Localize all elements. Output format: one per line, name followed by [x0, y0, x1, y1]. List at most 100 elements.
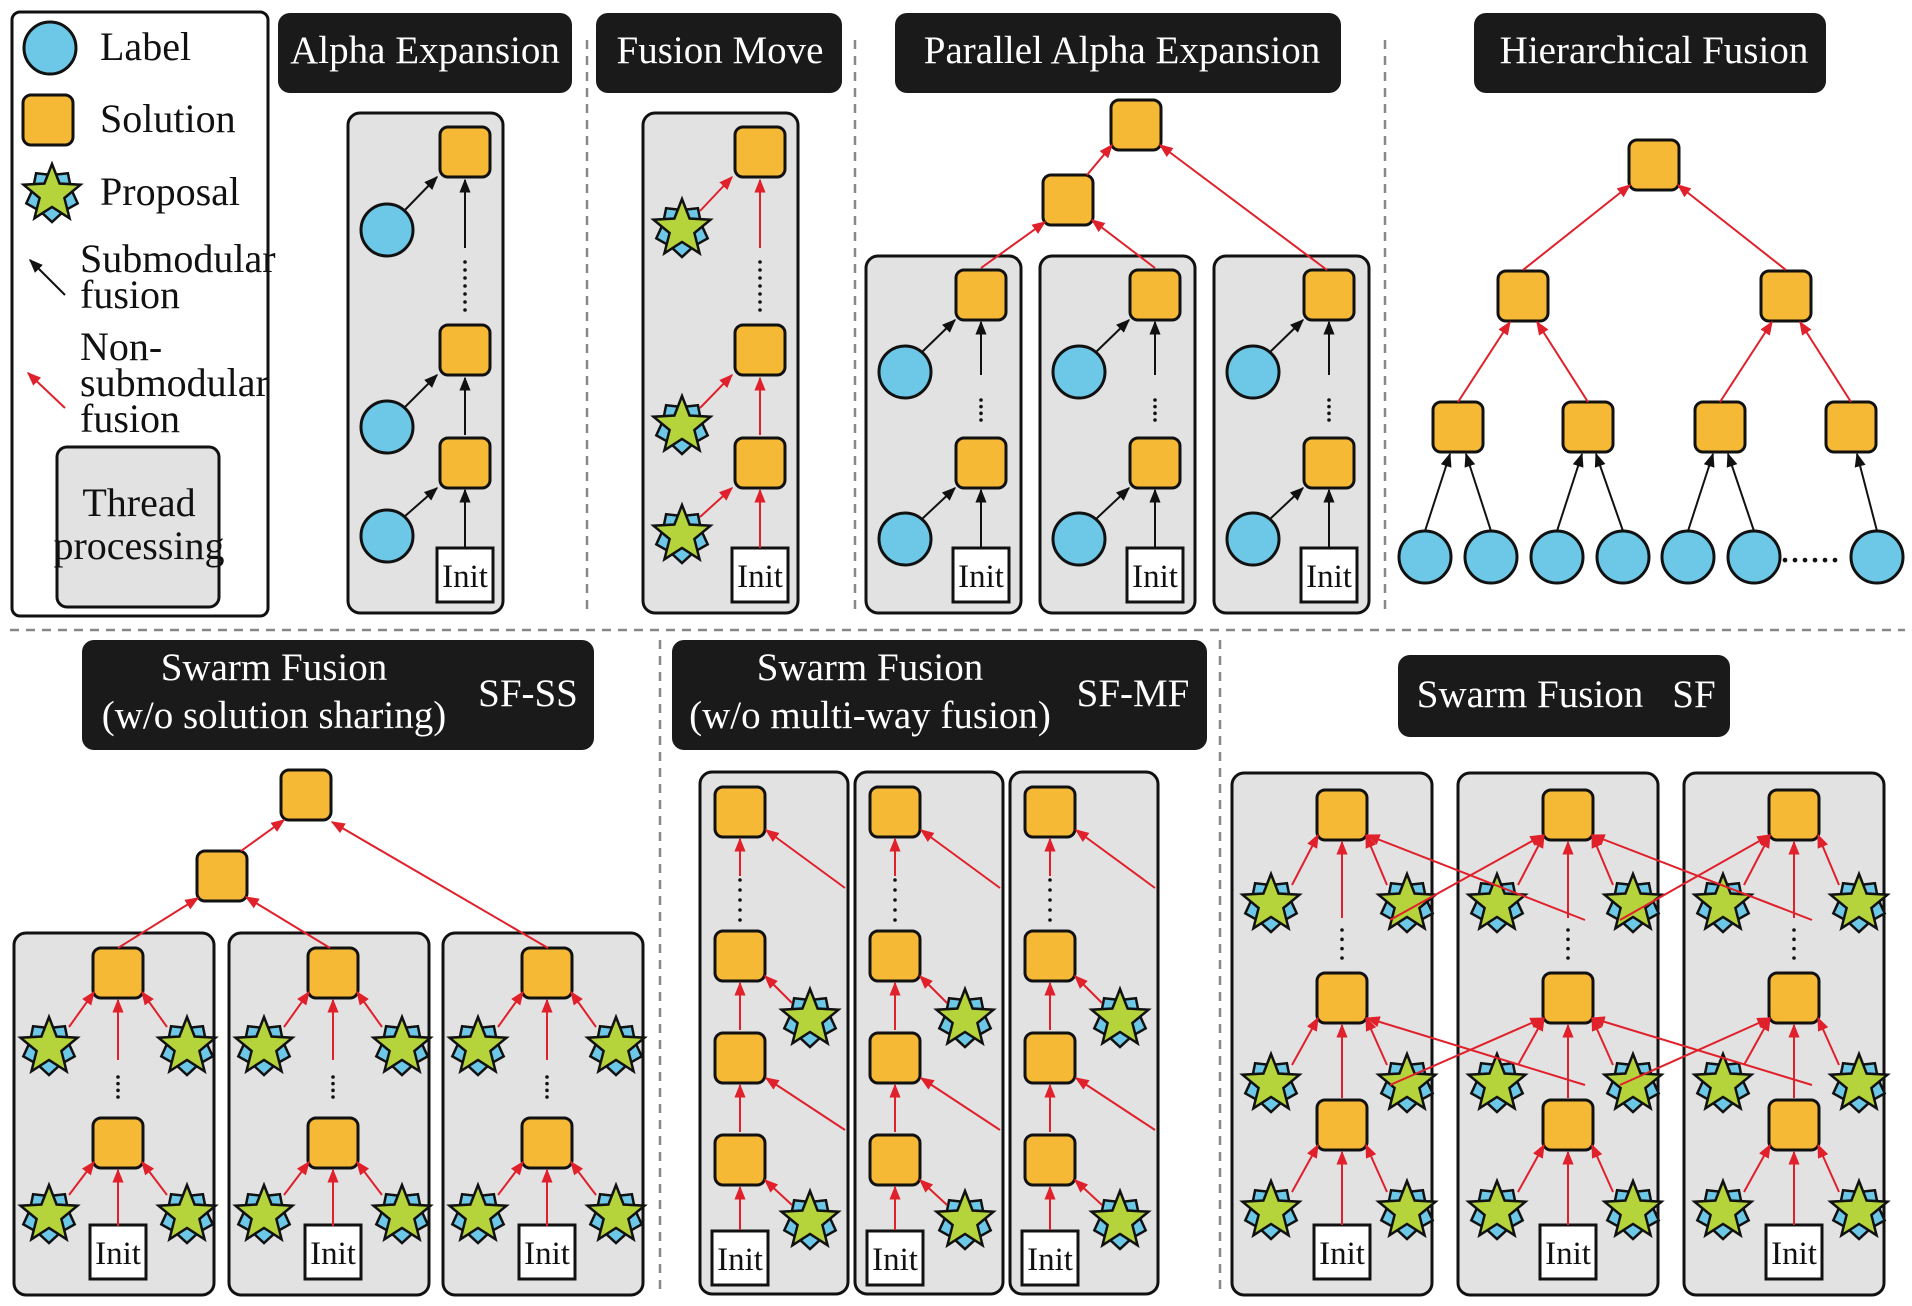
nonsubmodular-arrow [1591, 1143, 1614, 1193]
proposal-node [1691, 1177, 1755, 1239]
solution-node [91, 946, 145, 1000]
nonsubmodular-arrow [1619, 1017, 1772, 1086]
nonsubmodular-arrow [1817, 1016, 1840, 1066]
ellipsis-dot [1792, 956, 1796, 960]
legend-nonsubmodular-line2: submodular [80, 360, 269, 405]
nonsubmodular-arrow [1158, 144, 1328, 271]
ellipsis-dot [738, 898, 742, 902]
nonsubmodular-arrow [919, 975, 948, 1004]
title-sfss-line1: Swarm Fusion [161, 646, 387, 689]
proposal-node [933, 985, 997, 1047]
submodular-arrow [1095, 487, 1131, 520]
ellipsis-dot [463, 260, 467, 264]
nonsubmodular-arrow [1536, 320, 1589, 403]
nonsubmodular-arrow [283, 1160, 310, 1196]
label-node [877, 344, 933, 400]
ellipsis-dot [1566, 956, 1570, 960]
legend-submodular-line2: fusion [80, 272, 180, 317]
solution-node [1767, 788, 1821, 842]
label-node [1726, 529, 1782, 585]
legend-thread-line2: processing [53, 523, 224, 568]
init-label: Init [442, 559, 488, 595]
title-parallel-alpha-expansion: Parallel Alpha Expansion [924, 29, 1320, 72]
solution-node [438, 323, 492, 377]
ellipsis-dot [979, 418, 983, 422]
ellipsis-dot [331, 1081, 335, 1086]
title-sfmf-line2: (w/o multi-way fusion) [689, 694, 1051, 737]
nonsubmodular-arrow [1590, 1016, 1813, 1086]
nonsubmodular-arrow [764, 1077, 846, 1131]
proposal-node [1691, 1050, 1755, 1112]
ellipsis-dot [1340, 937, 1344, 942]
init-label: Init [1027, 1242, 1073, 1278]
submodular-arrow [921, 487, 957, 520]
init-label: Init [958, 559, 1004, 595]
submodular-arrow [1095, 319, 1131, 353]
title-box [82, 640, 594, 750]
init-label: Init [1771, 1236, 1817, 1272]
ellipsis-dot [1048, 918, 1052, 922]
proposal-node [1465, 1050, 1529, 1112]
ellipsis-dot [463, 276, 467, 280]
ellipsis-dot [758, 300, 762, 304]
label-node [1529, 529, 1585, 585]
nonsubmodular-arrow [699, 487, 734, 518]
label-node [1225, 511, 1281, 567]
solution-node [1767, 1098, 1821, 1152]
proposal-node [155, 1181, 219, 1243]
ellipsis-dot [758, 308, 762, 312]
ellipsis-dot [1048, 898, 1052, 902]
ellipsis-dot [738, 878, 742, 882]
title-box [278, 13, 572, 93]
proposal-node [446, 1013, 510, 1075]
proposal-node [1601, 1177, 1665, 1239]
ellipsis-dot [758, 292, 762, 296]
solution-node [713, 1133, 767, 1187]
init-box [710, 1229, 770, 1287]
ellipsis-dot [1153, 398, 1157, 402]
ellipsis-dot [758, 268, 762, 272]
label-node [359, 399, 415, 455]
label-node [1051, 511, 1107, 567]
solution-node [1541, 788, 1595, 842]
label-node [1595, 529, 1651, 585]
ellipsis-dot [758, 260, 762, 264]
proposal-node [1375, 870, 1439, 932]
nonsubmodular-arrow [980, 221, 1047, 269]
nonsubmodular-arrow [1291, 833, 1319, 886]
proposal-node [232, 1013, 296, 1075]
ellipsis-dot [738, 888, 742, 892]
ellipsis-dot [463, 300, 467, 304]
label-node [1660, 529, 1716, 585]
proposal-node [778, 985, 842, 1047]
solution-node [1023, 1031, 1077, 1085]
solution-node [868, 1133, 922, 1187]
proposal-node [1827, 1177, 1891, 1239]
nonsubmodular-arrow [1389, 1017, 1545, 1086]
solution-node [713, 1031, 767, 1085]
solution-node [1824, 400, 1878, 454]
nonsubmodular-arrow [1817, 833, 1840, 886]
nonsubmodular-arrow [919, 829, 1001, 889]
label-node [877, 511, 933, 567]
init-label: Init [872, 1242, 918, 1278]
legend-nonsubmodular-arrow [26, 372, 66, 409]
proposal-node [1239, 1050, 1303, 1112]
proposal-node [650, 501, 714, 563]
title-hierarchical-fusion: Hierarchical Fusion [1500, 29, 1809, 72]
nonsubmodular-arrow [1676, 184, 1787, 271]
nonsubmodular-arrow [68, 990, 95, 1028]
nonsubmodular-arrow [1799, 320, 1852, 403]
nonsubmodular-arrow [763, 1179, 793, 1206]
ellipsis-dot [545, 1081, 549, 1086]
solution-node [1041, 173, 1095, 227]
init-label: Init [1545, 1236, 1591, 1272]
ellipsis-dot [463, 308, 467, 312]
ellipsis-dot [116, 1081, 120, 1086]
legend-submodular-arrow [29, 259, 66, 296]
nonsubmodular-arrow [1086, 143, 1113, 176]
solution-node [1302, 436, 1356, 490]
solution-node [306, 946, 360, 1000]
title-sfmf-line1: Swarm Fusion [757, 646, 983, 689]
